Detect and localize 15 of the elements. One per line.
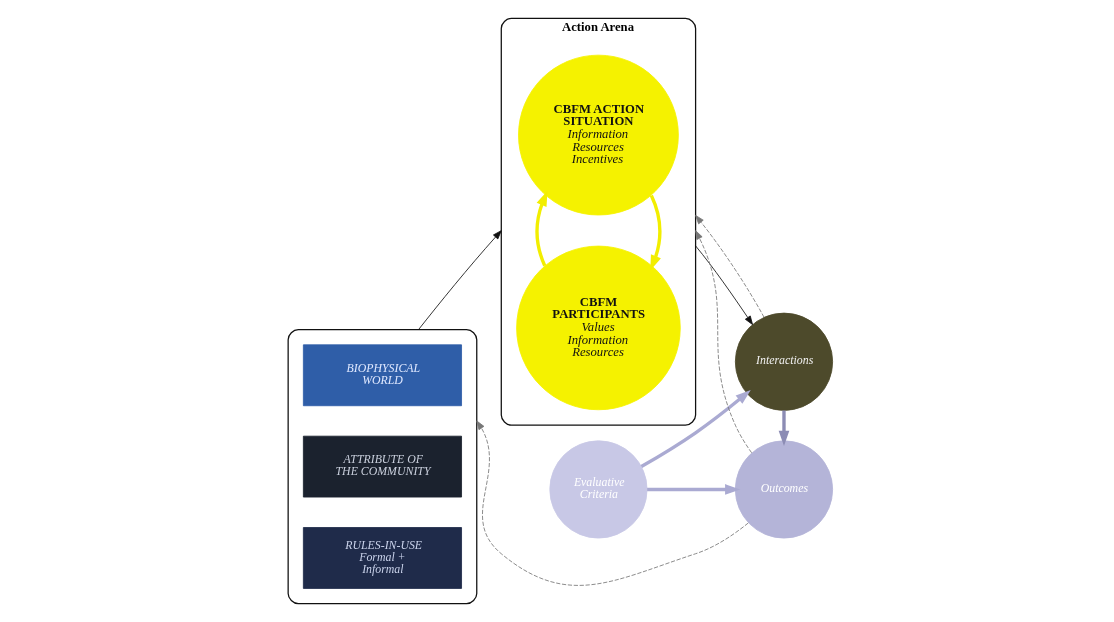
node-circle: Outcomes [734,440,834,539]
arrow [647,484,741,495]
arrow [695,245,753,325]
node-box: ATTRIBUTE OF THE COMMUNITY [302,435,462,498]
arrow [695,230,753,454]
node-box: RULES-IN-USE Formal + Informal [302,527,462,589]
node-box: BIOPHYSICAL WORLD [302,344,462,407]
node-circle: CBFM PARTICIPANTS Values Information Resources [516,245,681,411]
node-circle: CBFM ACTION SITUATION Information Resources Incentives [518,54,679,216]
arrow [778,410,790,446]
cluster [287,328,478,605]
arrow [418,230,502,331]
arrow [476,420,749,586]
arrow [695,215,765,318]
arrow [640,390,751,468]
